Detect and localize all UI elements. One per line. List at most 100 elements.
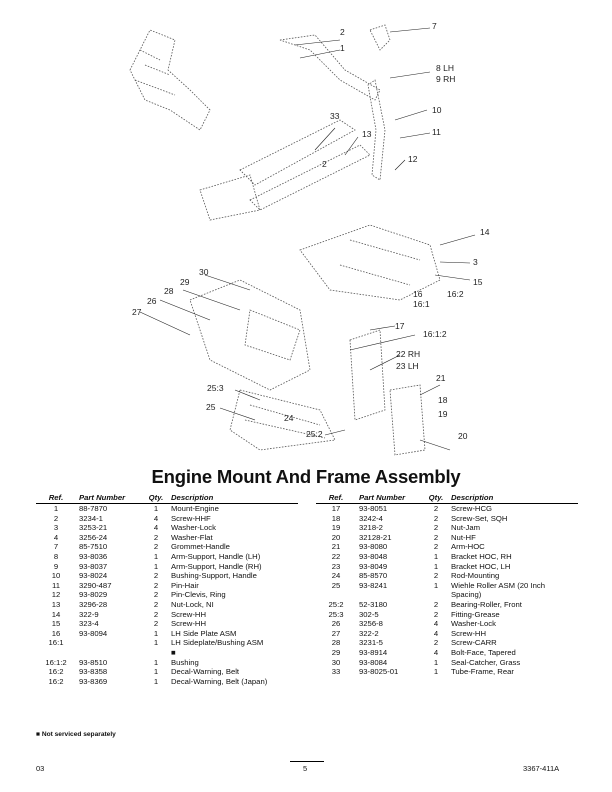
callout-16-1-2: 16:1:2	[423, 329, 447, 339]
cell-ref	[36, 648, 76, 658]
callout-15: 15	[473, 277, 483, 287]
cell-qty: 2	[153, 599, 159, 609]
cell-qty: 1	[153, 667, 159, 677]
cell-ref: 21	[331, 542, 341, 552]
cell-ref: 20	[331, 532, 341, 542]
cell-ref: 11	[52, 580, 60, 590]
cell-desc: Rod-Mounting	[451, 571, 500, 581]
callout-9: 9 RH	[436, 74, 456, 84]
page-number: 5	[303, 764, 308, 773]
cell-qty: 1	[153, 504, 159, 513]
col-description: Description	[448, 492, 578, 504]
cell-desc: Screw-HH	[171, 619, 207, 629]
cell-ref: 2	[53, 513, 59, 523]
cell-qty: 2	[433, 513, 439, 523]
callout-25: 25	[206, 402, 216, 412]
cell-part: 3290-487	[79, 580, 112, 590]
cell-qty: 4	[433, 647, 439, 657]
cell-desc: Grommet-Handle	[171, 542, 230, 552]
footer-date: 03	[36, 764, 45, 773]
exploded-parts-diagram	[129, 24, 476, 456]
cell-desc: Bearing-Roller, Front	[451, 599, 522, 609]
cell-part: 93-8358	[79, 667, 108, 677]
cell-qty: 1	[433, 580, 439, 590]
callout-10: 10	[432, 105, 442, 115]
cell-ref: 16:1	[48, 638, 64, 648]
cell-ref: 9	[53, 561, 59, 571]
cell-part: 3218-2	[359, 523, 383, 533]
cell-desc: Washer-Flat	[171, 532, 213, 542]
cell-qty: 2	[433, 638, 439, 648]
cell-qty	[144, 648, 168, 658]
cell-desc: Decal-Warning, Belt	[171, 667, 240, 677]
callout-25-3: 25:3	[207, 383, 224, 393]
cell-ref: 12	[51, 590, 61, 600]
cell-desc: Tube-Frame, Rear	[451, 667, 514, 677]
cell-part: 93-8510	[79, 657, 108, 667]
cell-qty: 2	[433, 609, 439, 619]
cell-qty: 1	[433, 667, 439, 677]
cell-desc: Decal-Warning, Belt (Japan)	[171, 676, 268, 686]
cell-desc: Screw-HH	[171, 609, 207, 619]
callout-21: 21	[436, 373, 446, 383]
cell-qty: 4	[153, 513, 159, 523]
callout-2b: 2	[322, 159, 327, 169]
cell-part	[356, 590, 424, 600]
cell-qty: 1	[153, 638, 159, 648]
callout-20: 20	[458, 431, 468, 441]
cell-qty: 2	[153, 590, 159, 600]
callout-24: 24	[284, 413, 294, 423]
cell-desc: Seal-Catcher, Grass	[451, 657, 521, 667]
cell-ref: 16:2	[48, 676, 64, 686]
cell-desc: Bracket HOC, LH	[451, 561, 511, 571]
callout-30: 30	[199, 267, 209, 277]
cell-ref: 25:3	[328, 609, 344, 619]
cell-qty: 1	[153, 676, 159, 686]
cell-desc: Nut-Jam	[451, 523, 481, 533]
callout-14: 14	[480, 227, 490, 237]
cell-qty: 1	[433, 561, 439, 571]
cell-ref: 22	[331, 551, 341, 561]
cell-desc: Bolt-Face, Tapered	[451, 647, 516, 657]
cell-qty: 2	[433, 542, 439, 552]
callout-25-2: 25:2	[306, 429, 323, 439]
cell-desc: Nut-Lock, NI	[171, 599, 214, 609]
cell-desc: Washer-Lock	[451, 619, 496, 629]
cell-desc: ■	[171, 647, 176, 657]
col-qty: Qty.	[144, 492, 168, 504]
cell-part: 93-8080	[359, 542, 388, 552]
cell-ref: 7	[53, 542, 59, 552]
cell-part: 93-8369	[79, 676, 108, 686]
cell-part: 88-7870	[79, 504, 108, 513]
footer-rule	[290, 761, 324, 762]
cell-part: 322-2	[359, 628, 379, 638]
cell-ref: 4	[53, 532, 59, 542]
cell-qty: 1	[153, 628, 159, 638]
cell-qty: 2	[433, 532, 439, 542]
cell-part: 3234-1	[79, 513, 103, 523]
cell-part: 85-8570	[359, 571, 388, 581]
cell-ref: 17	[331, 504, 341, 513]
cell-desc: Fitting-Grease	[451, 609, 500, 619]
cell-desc: Screw-HHF	[171, 513, 211, 523]
callout-16-1: 16:1	[413, 299, 430, 309]
cell-ref: 30	[331, 657, 341, 667]
cell-part: 93-8024	[79, 571, 108, 581]
cell-qty: 4	[433, 619, 439, 629]
cell-qty: 2	[433, 599, 439, 609]
callout-29: 29	[180, 277, 190, 287]
cell-part: 93-8048	[359, 551, 388, 561]
